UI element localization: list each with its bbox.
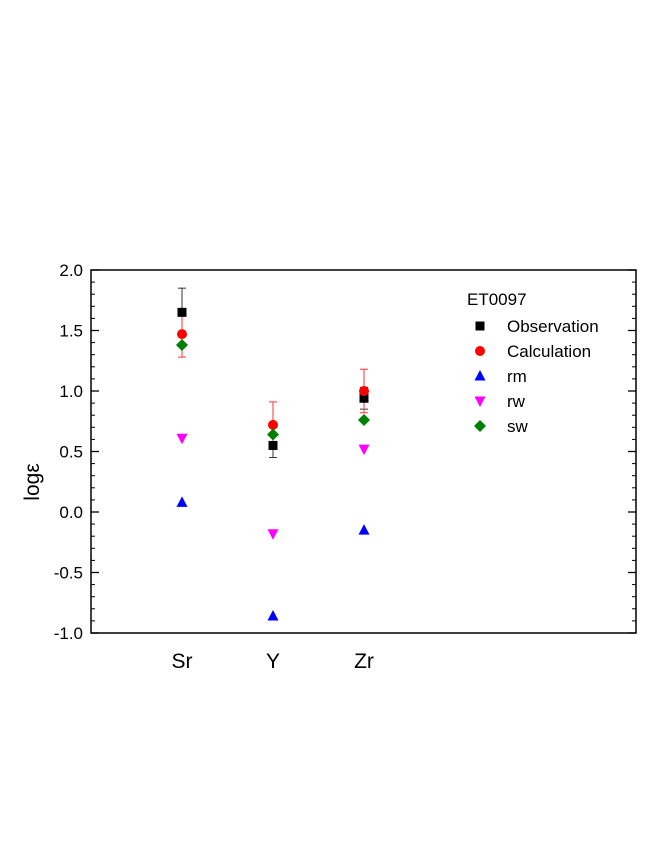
marker-layer (176, 307, 370, 621)
x-tick-label: Zr (354, 650, 374, 673)
data-point-sw (267, 428, 279, 441)
data-point-observation (268, 440, 278, 450)
data-point-rw (267, 529, 279, 540)
data-point-calculation (359, 386, 369, 396)
y-tick-label: -0.5 (54, 564, 83, 583)
data-point-observation (177, 307, 187, 317)
data-point-rm (267, 610, 279, 621)
legend-label: Observation (507, 317, 599, 336)
y-tick-label: 0.0 (59, 503, 83, 522)
y-tick-label: -1.0 (54, 624, 83, 643)
data-point-calculation (177, 329, 187, 340)
data-point-rm (176, 496, 188, 507)
data-point-observation (359, 393, 369, 403)
legend-marker-sw (474, 420, 486, 432)
legend-label: sw (507, 417, 529, 436)
data-point-rm (358, 524, 370, 535)
data-point-sw (358, 414, 370, 427)
legend-marker-calculation (475, 346, 485, 356)
x-tick-label: Y (266, 650, 280, 673)
y-tick-label: 1.0 (59, 382, 83, 401)
legend-title: ET0097 (467, 290, 527, 309)
y-axis-label: logε (21, 463, 44, 500)
y-tick-label: 0.5 (59, 443, 83, 462)
data-point-rw (176, 433, 188, 445)
legend-marker-rm (474, 370, 486, 381)
data-point-sw (176, 339, 188, 352)
x-tick-label: Sr (172, 650, 193, 673)
ticks-layer: 2.0 1.5 1.0 0.5 0.0 -0.5 -1.0Sr Y Zr (54, 261, 636, 673)
data-point-rw (358, 444, 370, 456)
legend-label: rw (507, 392, 526, 411)
legend-label: Calculation (507, 342, 591, 361)
y-tick-label: 2.0 (59, 261, 83, 280)
y-tick-label: 1.5 (59, 322, 83, 341)
legend-label: rm (507, 367, 527, 386)
legend-marker-rw (474, 396, 486, 407)
data-point-calculation (268, 419, 278, 430)
legend-marker-observation (475, 321, 485, 331)
